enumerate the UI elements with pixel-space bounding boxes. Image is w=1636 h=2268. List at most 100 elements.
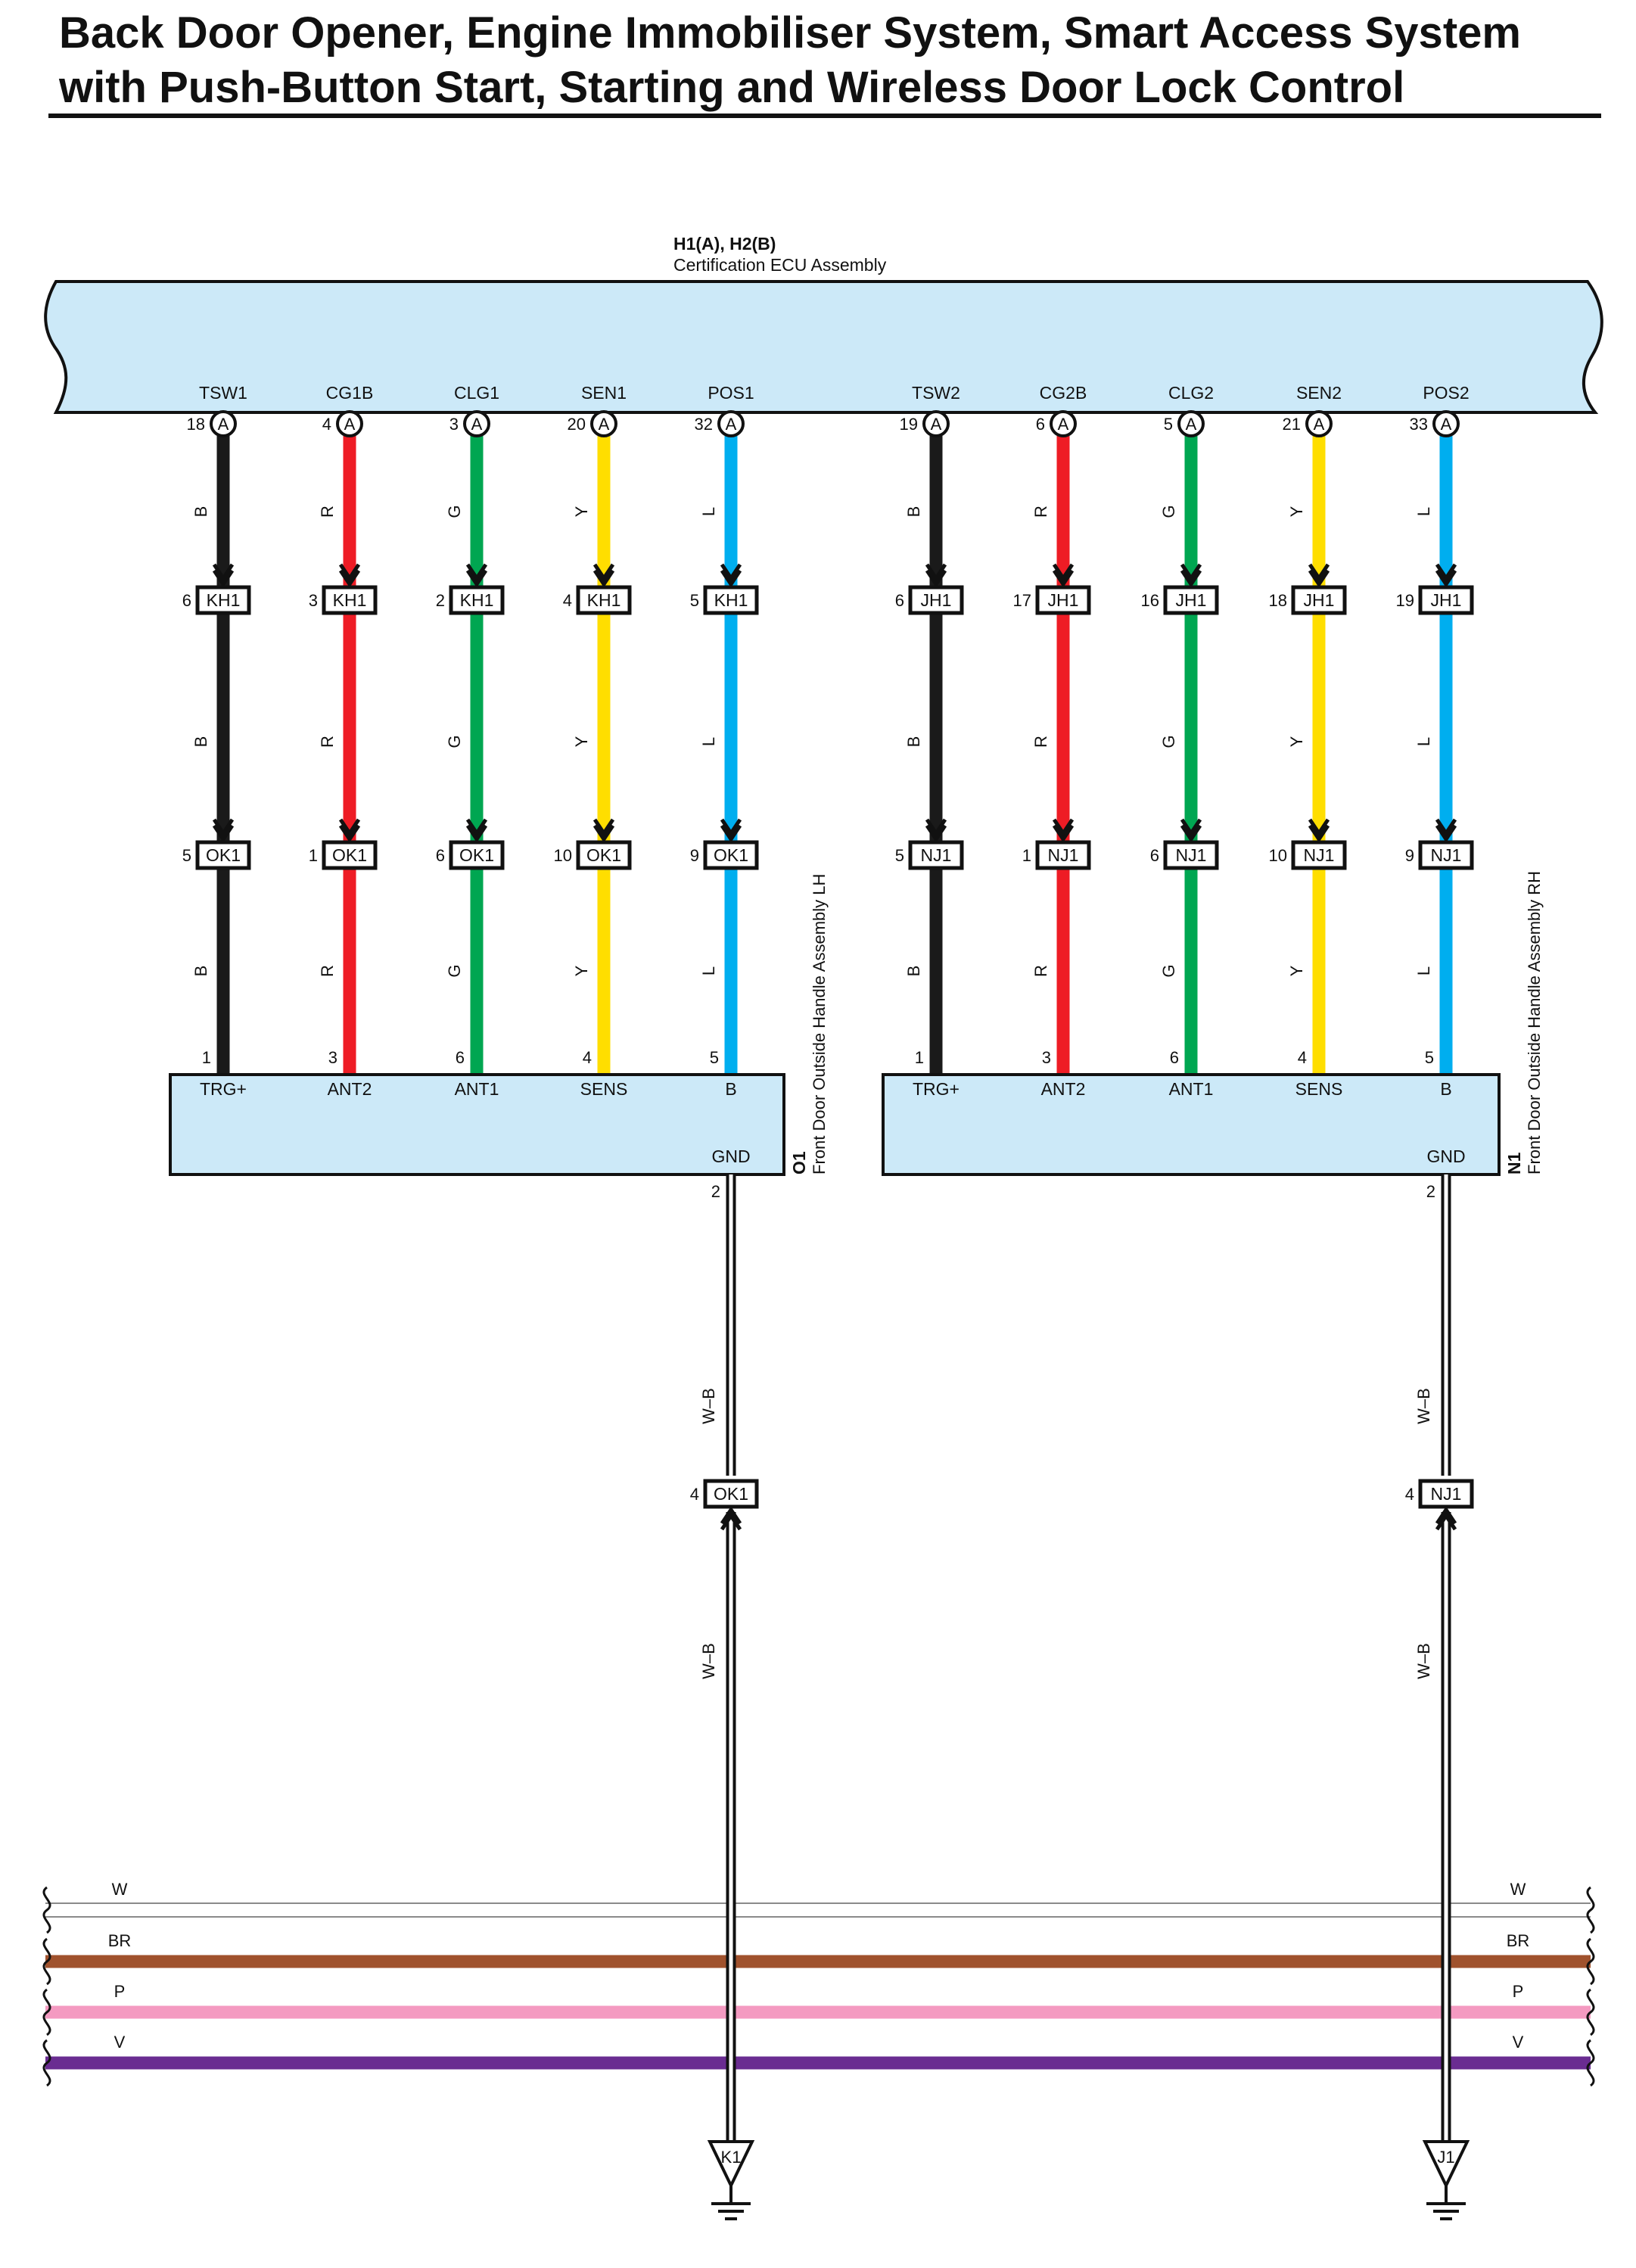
- connector-box: [195, 585, 251, 615]
- chevron-line: [720, 563, 742, 582]
- chevron-line: [593, 569, 615, 588]
- ecu-terminal-label: TSW1: [199, 383, 247, 403]
- wire-color-label: W–B: [699, 1388, 718, 1424]
- handle-terminal-label: TRG+: [913, 1079, 960, 1099]
- break-mark: [42, 1937, 51, 1986]
- connector-arrow-icon: [465, 818, 488, 843]
- connector-pin-number: 10: [1269, 846, 1287, 865]
- connector-arrow-icon: [593, 563, 615, 588]
- connector-name: NJ1: [1304, 845, 1335, 865]
- wire-color-label: R: [318, 506, 337, 518]
- chevron-line: [1435, 563, 1457, 582]
- chevron-line: [1180, 818, 1202, 837]
- connector-box: [1418, 1479, 1474, 1509]
- chevron-line: [1435, 569, 1457, 588]
- wire-color-label: L: [1414, 737, 1433, 746]
- chevron-line: [1435, 818, 1457, 837]
- ground-point-icon: [707, 2140, 755, 2189]
- chevron-line: [593, 824, 615, 843]
- handle-terminal-label: ANT1: [1169, 1079, 1214, 1099]
- connector-name: NJ1: [1176, 845, 1207, 865]
- connector-box: [1291, 585, 1347, 615]
- break-mark: [1586, 1937, 1595, 1986]
- chevron-line: [1180, 563, 1202, 582]
- ecu-terminal-label: POS1: [708, 383, 754, 403]
- wire-color-label: R: [1031, 736, 1050, 748]
- ground-connector-name: NJ1: [1431, 1484, 1462, 1504]
- ecu-pin-number: 5: [1164, 415, 1173, 434]
- wire-color-label: W–B: [1414, 1388, 1433, 1424]
- connector-pin-number: 10: [554, 846, 572, 865]
- connector-pin-number: 4: [690, 1485, 699, 1504]
- handle-pin-number: 3: [328, 1048, 337, 1067]
- ecu-pin-circle: [590, 410, 617, 437]
- connector-arrow-icon: [1052, 563, 1075, 588]
- ecu-pin-number: 20: [568, 415, 586, 434]
- connector-arrow-icon: [925, 563, 947, 588]
- break-mark: [1586, 1886, 1595, 1934]
- connector-arrow-icon: [338, 563, 361, 588]
- ecu-connector-letter: A: [344, 415, 356, 434]
- wire-color-label: G: [1159, 964, 1178, 977]
- chevron-line: [1308, 818, 1330, 837]
- chevron-line: [212, 818, 235, 837]
- connector-pin-number: 5: [690, 591, 699, 610]
- connector-arrow-icon: [1180, 818, 1202, 843]
- ecu-pin-circle: [463, 410, 490, 437]
- connector-pin-number: 6: [895, 591, 904, 610]
- ecu-pin-number: 4: [322, 415, 331, 434]
- wire-color-label: R: [1031, 506, 1050, 518]
- ground-point-icon: [1422, 2140, 1470, 2189]
- break-mark: [42, 1886, 51, 1934]
- handle-terminal-label: B: [1440, 1079, 1451, 1099]
- connector-arrow-icon: [212, 563, 235, 588]
- handle-terminal-label: SENS: [580, 1079, 628, 1099]
- bus-line-label-left: BR: [108, 1931, 132, 1950]
- chevron-line: [925, 818, 947, 837]
- wire-color-label: G: [445, 505, 464, 518]
- ecu-connector-letter: A: [599, 415, 610, 434]
- ecu-connector-letter: A: [1186, 415, 1197, 434]
- connector-box: [1163, 585, 1219, 615]
- chevron-line: [593, 818, 615, 837]
- connector-box: [195, 840, 251, 870]
- connector-pin-number: 5: [182, 846, 191, 865]
- ecu-pin-circle: [1177, 410, 1205, 437]
- break-mark: [1586, 1988, 1595, 2036]
- handle-terminal-label: ANT1: [455, 1079, 499, 1099]
- chevron-line: [212, 569, 235, 588]
- handle-pin-number: 4: [1298, 1048, 1307, 1067]
- handle-assembly-box: [169, 1073, 785, 1176]
- wire-color-label: Y: [572, 736, 591, 747]
- handle-gnd-pin: 2: [1426, 1182, 1435, 1201]
- chevron-line: [465, 824, 488, 843]
- chevron-line: [720, 569, 742, 588]
- bus-line-label-left: P: [114, 1982, 126, 2001]
- chevron-line: [593, 563, 615, 582]
- connector-name: OK1: [459, 845, 494, 865]
- chevron-line: [1308, 569, 1330, 588]
- connector-arrow-icon: [465, 563, 488, 588]
- ground-connector-name: OK1: [714, 1484, 748, 1504]
- chevron-line: [1435, 1506, 1457, 1525]
- wire-color-label: G: [445, 964, 464, 977]
- wire-color-label: L: [699, 966, 718, 975]
- title-underline: [48, 114, 1601, 118]
- wire-color-label: L: [699, 507, 718, 516]
- chevron-line: [925, 569, 947, 588]
- ecu-pin-number: 19: [900, 415, 918, 434]
- ecu-code: H1(A), H2(B): [673, 234, 776, 254]
- connector-arrow-icon: [1052, 818, 1075, 843]
- ecu-terminal-label: TSW2: [912, 383, 960, 403]
- title-line-1: Back Door Opener, Engine Immobiliser Sys…: [59, 8, 1521, 58]
- chevron-line: [1308, 563, 1330, 582]
- connector-name: JH1: [921, 590, 952, 610]
- handle-terminal-label: SENS: [1295, 1079, 1343, 1099]
- chevron-line: [465, 563, 488, 582]
- break-mark: [42, 1988, 51, 2036]
- ecu-connector-letter: A: [471, 415, 483, 434]
- chevron-line: [338, 818, 361, 837]
- ecu-body: [44, 280, 1603, 414]
- connector-arrow-icon: [338, 818, 361, 843]
